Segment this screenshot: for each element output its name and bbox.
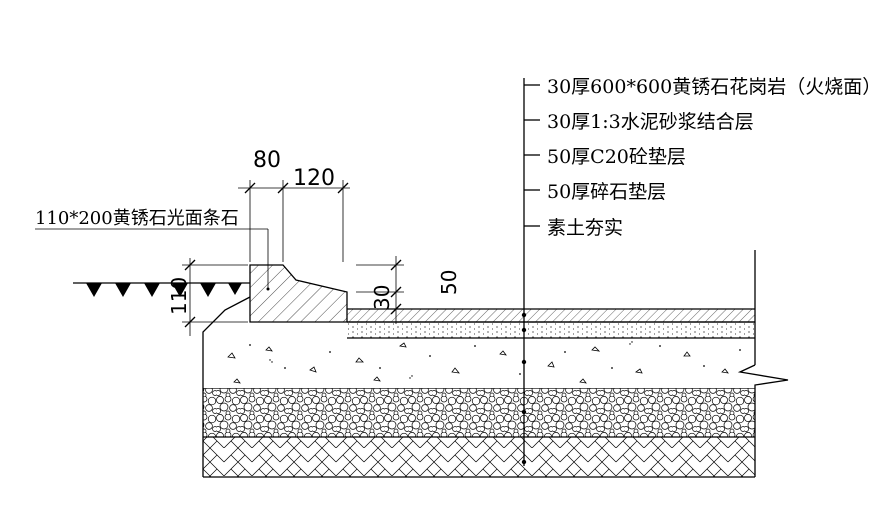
granite-paving [347,308,755,323]
dim-80-text: 80 [253,148,281,173]
break-line [737,250,789,477]
ground-symbol [73,282,250,297]
concrete-aggregate [227,341,741,384]
curb-stone [249,264,348,323]
layer-label-soil: 素土夯实 [547,217,623,239]
leader-line [521,78,540,466]
mortar-layer [347,321,755,339]
dim-50-text: 50 [437,270,461,295]
dimension-left [182,258,248,336]
concrete-layer [203,310,755,388]
dim-110-text: 110 [167,277,191,315]
dimension-top [238,180,350,262]
curb-label: 110*200黄锈石光面条石 [35,208,239,229]
gravel-layer [203,387,755,438]
layer-label-granite: 30厚600*600黄锈石花岗岩（火烧面） [547,76,881,98]
layer-label-mortar: 30厚1:3水泥砂浆结合层 [547,111,754,133]
dimension-right [356,256,404,324]
dim-120-text: 120 [293,166,335,191]
soil-layer [203,436,755,477]
layer-label-concrete: 50厚C20砼垫层 [547,146,686,168]
curb-leader [35,228,269,289]
layer-label-gravel: 50厚碎石垫层 [547,181,666,203]
dim-30-text: 30 [370,285,394,310]
